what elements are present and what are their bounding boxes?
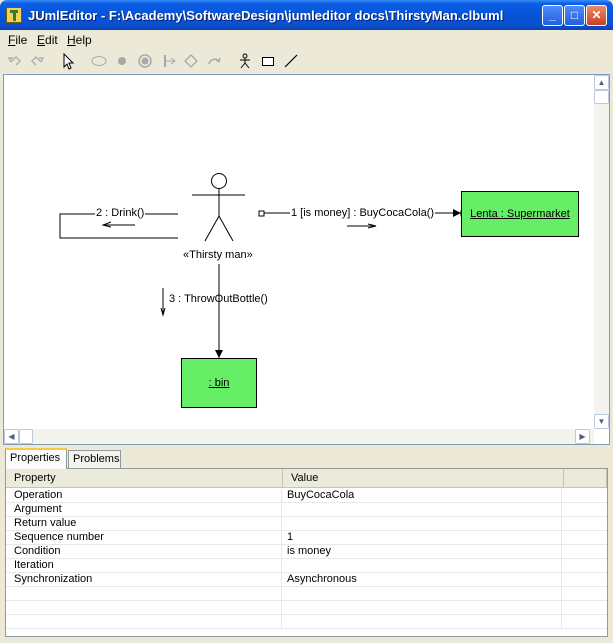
self-transition-icon[interactable] xyxy=(205,52,223,70)
title-bar[interactable]: JUmlEditor - F:\Academy\SoftwareDesign\j… xyxy=(0,0,613,30)
scroll-up-icon[interactable]: ▲ xyxy=(594,75,609,90)
property-name-cell: Operation xyxy=(6,489,282,503)
maximize-button[interactable]: □ xyxy=(564,5,585,26)
panel-tabs: Properties Problems xyxy=(3,448,610,469)
column-header-filler xyxy=(564,469,607,488)
property-name-cell: Synchronization xyxy=(6,573,282,587)
menu-file[interactable]: File xyxy=(8,33,28,47)
menu-edit[interactable]: Edit xyxy=(37,33,58,47)
property-name-cell xyxy=(6,615,282,629)
diagram-canvas[interactable]: «Thirsty man» 2 : Drink() 1 [is money] :… xyxy=(4,75,594,429)
table-row[interactable] xyxy=(6,615,607,629)
property-value-cell[interactable] xyxy=(282,615,562,629)
toolbar xyxy=(0,49,613,73)
redo-icon[interactable] xyxy=(28,52,46,70)
minimize-button[interactable]: _ xyxy=(542,5,563,26)
throw-message-label: 3 : ThrowOutBottle() xyxy=(169,293,268,305)
property-value-cell[interactable] xyxy=(282,559,562,573)
use-case-ellipse-icon[interactable] xyxy=(90,52,108,70)
table-row[interactable]: Argument xyxy=(6,503,607,517)
property-value-cell[interactable]: BuyCocaCola xyxy=(282,489,562,503)
supermarket-label: Lenta : Supermarket xyxy=(470,208,570,220)
supermarket-object[interactable]: Lenta : Supermarket xyxy=(461,191,579,237)
buy-message-label: 1 [is money] : BuyCocaCola() xyxy=(290,207,436,219)
fork-icon[interactable] xyxy=(159,52,177,70)
menu-help[interactable]: Help xyxy=(67,33,92,47)
decision-diamond-icon[interactable] xyxy=(182,52,200,70)
undo-icon[interactable] xyxy=(6,52,24,70)
property-name-cell: Argument xyxy=(6,503,282,517)
diagram-canvas-area: «Thirsty man» 2 : Drink() 1 [is money] :… xyxy=(3,74,610,445)
association-line-icon[interactable] xyxy=(282,52,300,70)
column-header-property[interactable]: Property xyxy=(6,469,283,488)
tab-properties[interactable]: Properties xyxy=(5,448,67,469)
vertical-scroll-thumb[interactable] xyxy=(594,90,609,104)
tab-problems[interactable]: Problems xyxy=(68,450,121,469)
property-value-cell[interactable]: is money xyxy=(282,545,562,559)
bottom-panel: Properties Problems Property Value Opera… xyxy=(3,448,610,640)
property-value-cell[interactable] xyxy=(282,587,562,601)
class-rectangle-icon[interactable] xyxy=(259,52,277,70)
diagram-lines xyxy=(59,173,467,358)
horizontal-scroll-thumb[interactable] xyxy=(19,429,33,444)
bin-object[interactable]: : bin xyxy=(181,358,257,408)
select-arrow-icon[interactable] xyxy=(59,52,77,70)
horizontal-scrollbar[interactable]: ◀ ▶ xyxy=(4,429,594,444)
property-name-cell: Return value xyxy=(6,517,282,531)
property-name-cell xyxy=(6,601,282,615)
scroll-down-icon[interactable]: ▼ xyxy=(594,414,609,429)
close-button[interactable]: ✕ xyxy=(586,5,607,26)
actor-label: «Thirsty man» xyxy=(183,249,253,261)
table-row[interactable]: Return value xyxy=(6,517,607,531)
actor-figure[interactable] xyxy=(192,173,245,242)
final-state-icon[interactable] xyxy=(136,52,154,70)
column-header-value[interactable]: Value xyxy=(283,469,564,488)
property-value-cell[interactable] xyxy=(282,503,562,517)
property-value-cell[interactable]: Asynchronous xyxy=(282,573,562,587)
table-row[interactable] xyxy=(6,587,607,601)
property-name-cell: Condition xyxy=(6,545,282,559)
drink-message-label: 2 : Drink() xyxy=(95,207,146,219)
window-title: JUmlEditor - F:\Academy\SoftwareDesign\j… xyxy=(28,8,504,23)
table-row[interactable]: Iteration xyxy=(6,559,607,573)
vertical-scrollbar[interactable]: ▲ ▼ xyxy=(594,75,609,429)
property-value-cell[interactable] xyxy=(282,517,562,531)
scroll-right-icon[interactable]: ▶ xyxy=(575,429,590,444)
initial-state-icon[interactable] xyxy=(113,52,131,70)
menu-bar: File Edit Help xyxy=(0,30,613,49)
table-row[interactable] xyxy=(6,601,607,615)
property-name-cell xyxy=(6,587,282,601)
property-name-cell: Sequence number xyxy=(6,531,282,545)
property-name-cell: Iteration xyxy=(6,559,282,573)
bin-label: : bin xyxy=(208,377,230,389)
connector-handle[interactable] xyxy=(258,210,265,217)
scroll-left-icon[interactable]: ◀ xyxy=(4,429,19,444)
property-value-cell[interactable] xyxy=(282,601,562,615)
property-value-cell[interactable]: 1 xyxy=(282,531,562,545)
actor-icon[interactable] xyxy=(236,52,254,70)
app-icon xyxy=(6,7,22,23)
